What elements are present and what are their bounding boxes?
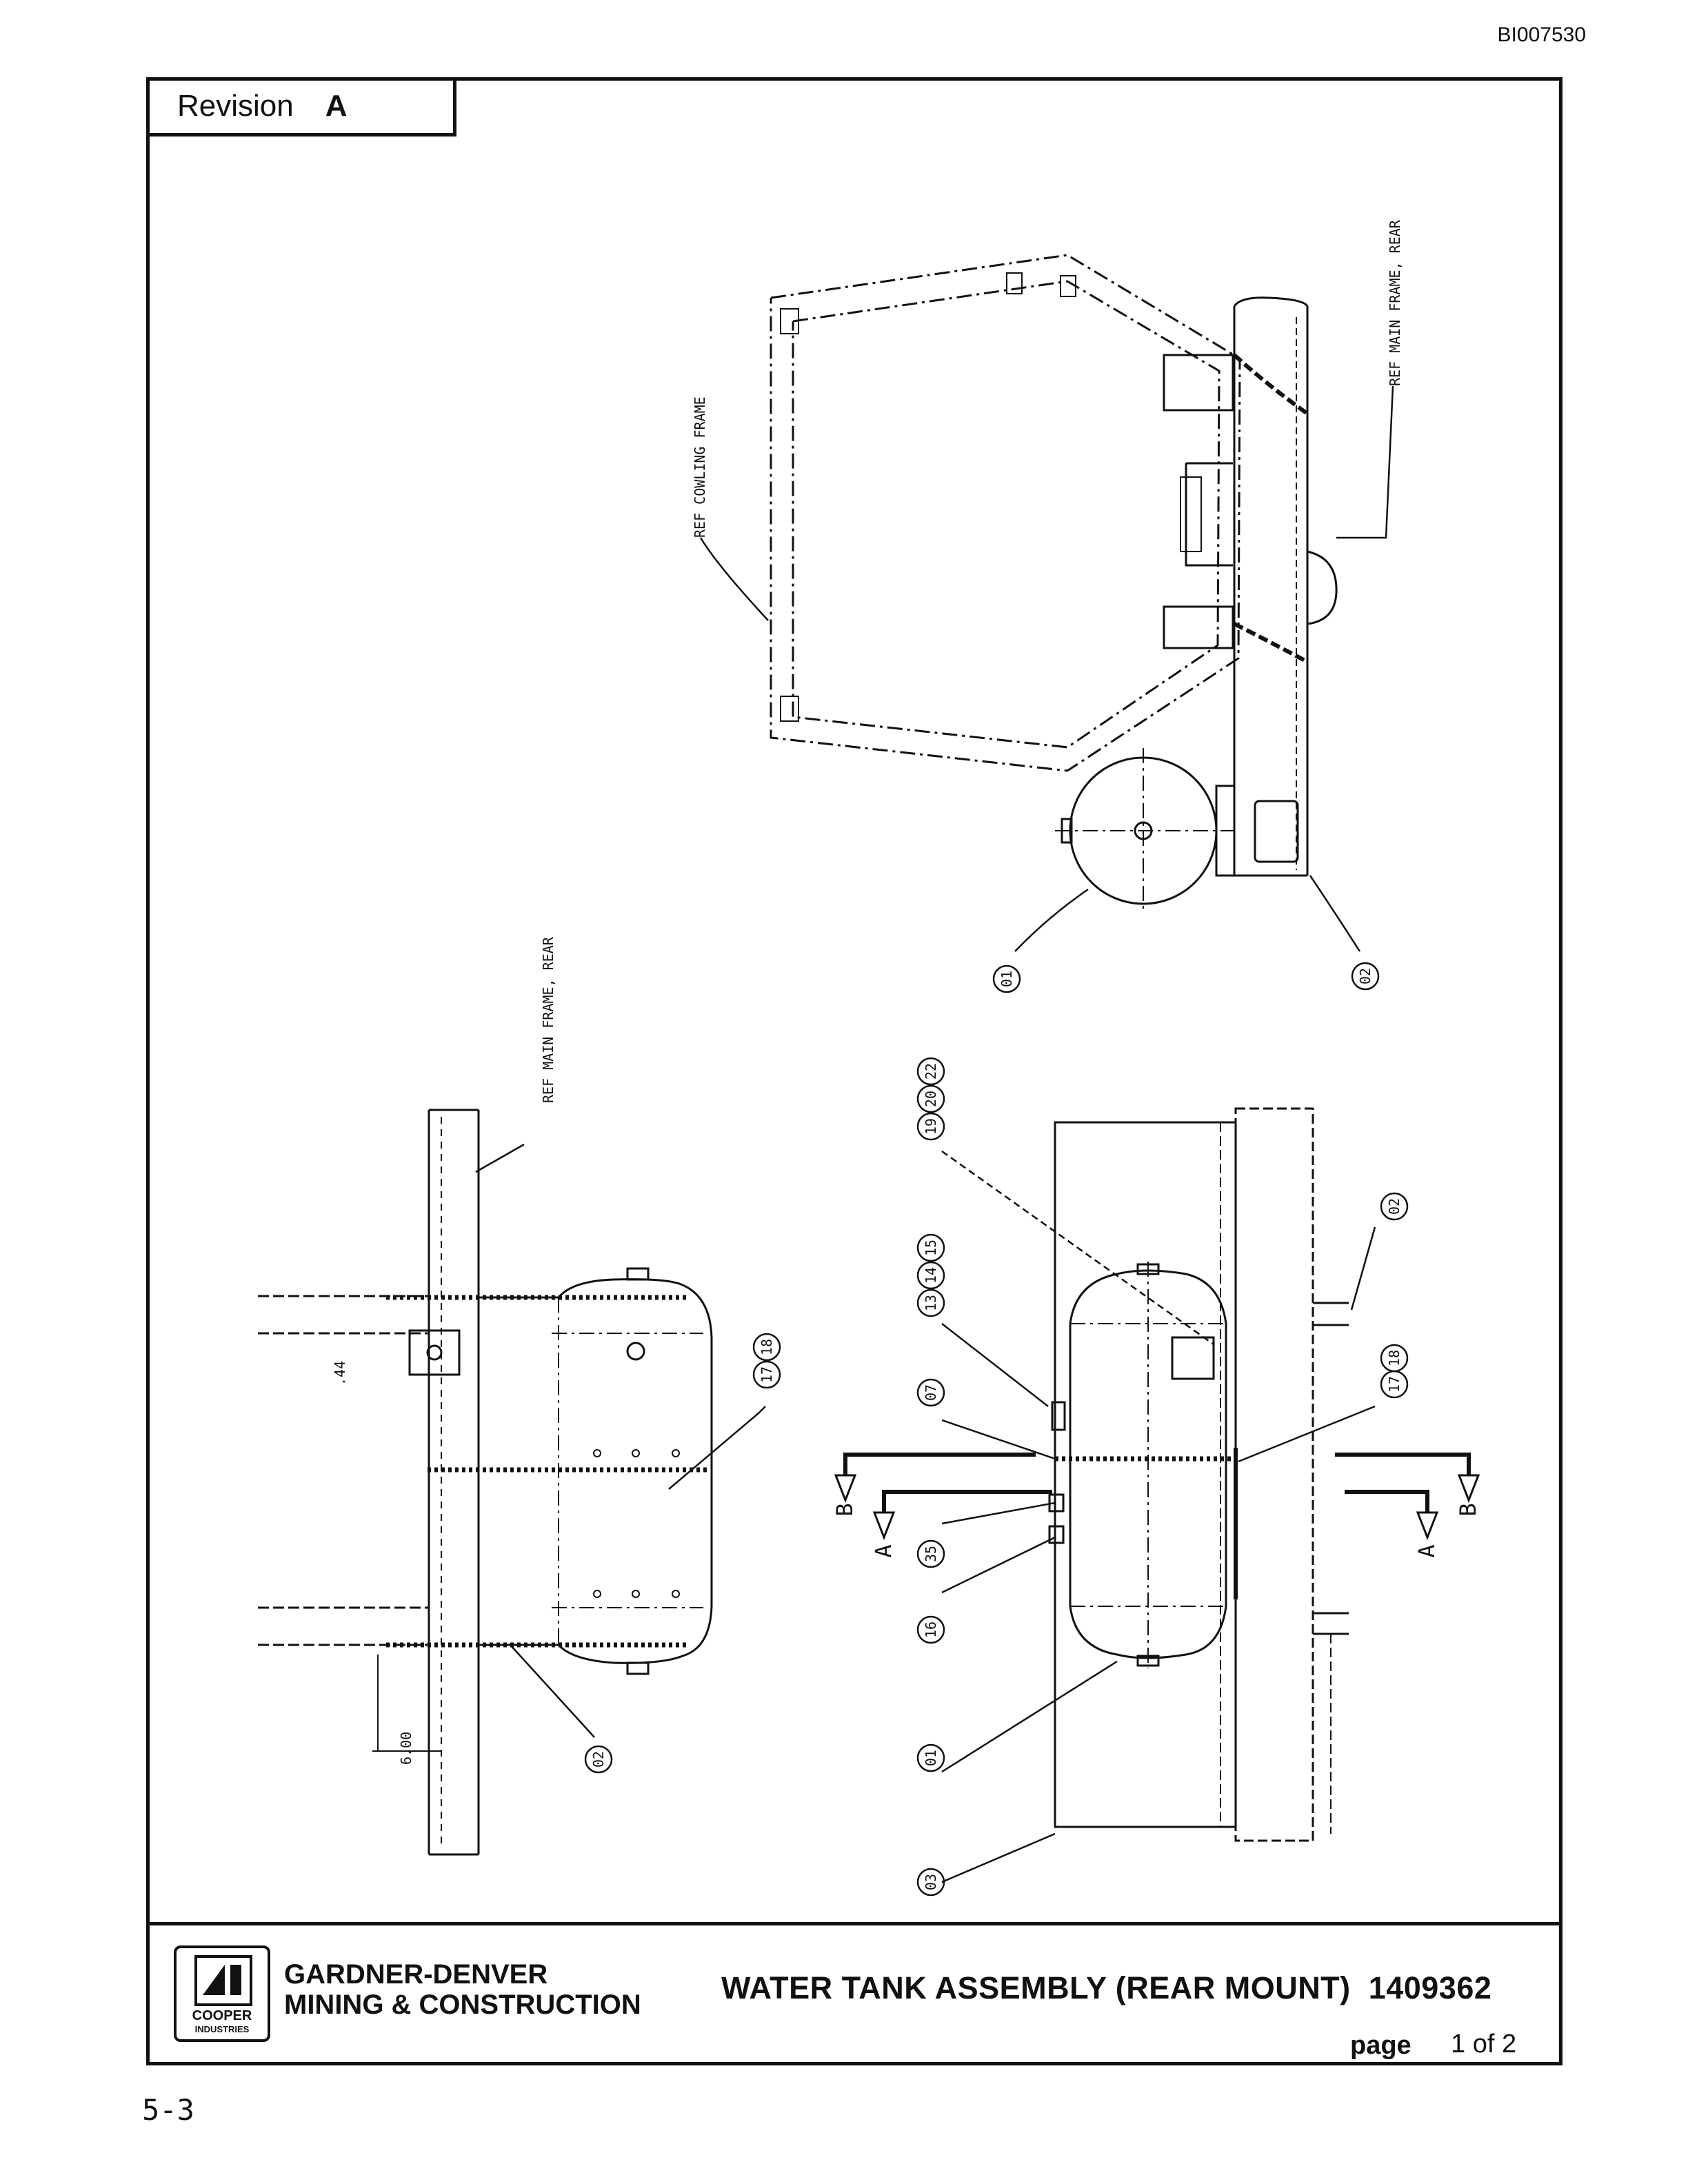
- company-name: GARDNER-DENVER MINING & CONSTRUCTION: [284, 1959, 641, 2020]
- callout-top-01: 01: [998, 971, 1015, 987]
- section-mark-a-right: A: [1414, 1544, 1440, 1557]
- note-ref-main-frame-rear-left: REF MAIN FRAME, REAR: [540, 936, 556, 1103]
- callout-right-17: 17: [1386, 1376, 1403, 1393]
- callout-right-22: 22: [923, 1063, 939, 1080]
- callout-right-18: 18: [1386, 1350, 1403, 1366]
- revision-letter: A: [325, 89, 348, 123]
- callout-right-14: 14: [923, 1267, 939, 1284]
- callout-left-02: 02: [590, 1751, 607, 1768]
- revision-box: Revision A: [146, 77, 456, 136]
- company-line-2: MINING & CONSTRUCTION: [284, 1990, 641, 2020]
- note-ref-cowling-frame: REF COWLING FRAME: [692, 396, 708, 538]
- callout-right-15: 15: [923, 1240, 939, 1256]
- callout-right-02: 02: [1386, 1198, 1403, 1215]
- dimension-b: 6.00: [398, 1732, 414, 1765]
- page-label: page: [1350, 2031, 1411, 2060]
- callout-right-13: 13: [923, 1295, 939, 1311]
- cowling-frame-view: [770, 254, 1338, 913]
- drawing-title-text: WATER TANK ASSEMBLY (REAR MOUNT): [721, 1970, 1351, 2005]
- callout-left-17: 17: [758, 1366, 775, 1383]
- note-ref-main-frame-rear-top: REF MAIN FRAME, REAR: [1387, 219, 1403, 386]
- footer-page-number: 5-3: [142, 2093, 194, 2127]
- drawing-frame: [146, 77, 1563, 2065]
- revision-label: Revision: [177, 89, 294, 123]
- callout-left-18: 18: [758, 1339, 775, 1355]
- callout-right-19: 19: [923, 1118, 939, 1135]
- drawing-title: WATER TANK ASSEMBLY (REAR MOUNT) 1409362: [721, 1970, 1491, 2006]
- callout-right-01: 01: [923, 1750, 939, 1766]
- plan-view: [834, 1107, 1480, 1842]
- dimension-a: .44: [332, 1361, 348, 1386]
- title-block-divider: [146, 1922, 1563, 1925]
- section-mark-b-left: B: [832, 1503, 858, 1516]
- logo-text-top: COOPER: [192, 2008, 252, 2023]
- callout-right-07: 07: [923, 1384, 939, 1401]
- cooper-industries-logo: COOPER INDUSTRIES: [174, 1945, 270, 2042]
- cooper-industries-logo-icon: [194, 1955, 252, 2006]
- callout-top-02: 02: [1357, 968, 1374, 984]
- document-id: BI007530: [1497, 23, 1586, 46]
- logo-text-bottom: INDUSTRIES: [194, 2024, 250, 2034]
- callout-right-20: 20: [923, 1091, 939, 1107]
- company-line-1: GARDNER-DENVER: [284, 1959, 548, 1990]
- section-mark-b-right: B: [1455, 1503, 1481, 1516]
- callout-right-03: 03: [923, 1874, 939, 1890]
- part-number: 1409362: [1368, 1970, 1492, 2005]
- section-mark-a-left: A: [870, 1544, 896, 1557]
- side-view: [258, 1109, 713, 1856]
- callout-right-16: 16: [923, 1621, 939, 1638]
- page-value: 1 of 2: [1451, 2030, 1517, 2059]
- callout-right-35: 35: [923, 1546, 939, 1562]
